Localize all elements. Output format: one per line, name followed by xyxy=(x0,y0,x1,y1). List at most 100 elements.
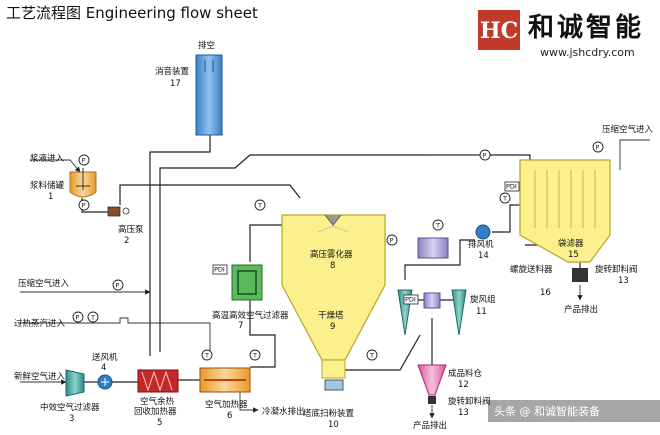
bagfilter-body xyxy=(519,159,611,263)
condensate-pipe xyxy=(239,392,259,413)
svg-text:T: T xyxy=(204,352,209,360)
spray-cone xyxy=(317,225,349,233)
valve-icon xyxy=(428,396,436,404)
recovery-body xyxy=(137,369,179,393)
hepa-element xyxy=(237,270,257,295)
cyclone-right xyxy=(451,289,467,336)
silencer-number: 17 xyxy=(170,79,181,89)
heat-recovery-label-2: 回收加热器 xyxy=(134,406,177,417)
bin-body xyxy=(417,364,447,396)
hepa-label: 高温高效空气过滤器 xyxy=(212,310,289,321)
atomizer-label: 高压雾化器 xyxy=(310,249,353,260)
dryer-number: 9 xyxy=(330,322,335,332)
silencer-17 xyxy=(195,54,223,136)
page-title: 工艺流程图 Engineering flow sheet xyxy=(6,4,258,22)
rotary-valve-right-label: 旋转卸料阀 xyxy=(595,264,638,275)
watermark-bg xyxy=(488,400,660,422)
pipelines xyxy=(18,130,650,419)
supply-fan-4 xyxy=(97,374,113,390)
exhaust-fan-label: 排风机 xyxy=(468,239,494,250)
pressure-gauge: P xyxy=(112,279,124,291)
condensate-label: 冷凝水排出 xyxy=(262,406,305,417)
brand-url: www.jshcdry.com xyxy=(540,46,635,59)
svg-text:T: T xyxy=(369,352,374,360)
silencer-body xyxy=(195,54,223,136)
svg-text:P: P xyxy=(116,282,120,290)
comp-air-right-label: 压缩空气进入 xyxy=(602,124,654,135)
cyclone-head xyxy=(417,237,449,259)
fan-label: 送风机 xyxy=(92,352,118,363)
heat-recovery-5 xyxy=(137,369,179,393)
cyclone-to-fan-pipe xyxy=(404,239,475,280)
pressure-gauge: P xyxy=(78,154,90,166)
brand-logo: HC xyxy=(478,10,520,50)
dryer-body xyxy=(281,214,386,361)
cyclone-center xyxy=(423,292,441,309)
exhaust-fan-icon xyxy=(475,224,491,240)
silencer-label: 消音装置 xyxy=(155,66,190,77)
hepa-number: 7 xyxy=(238,321,243,331)
silencer-lines xyxy=(204,60,214,72)
atomizer-number: 8 xyxy=(330,261,335,271)
fan-to-bagfilter-pipe xyxy=(492,204,520,233)
heat-recovery-number: 5 xyxy=(157,418,162,428)
slurry-in-pipe xyxy=(30,159,81,173)
screw-conveyor-number: 16 xyxy=(540,288,551,298)
mid-filter-number: 3 xyxy=(69,414,74,424)
product-out-right-label: 产品排出 xyxy=(564,304,598,315)
svg-text:T: T xyxy=(435,222,440,230)
fan-number: 4 xyxy=(101,363,106,373)
rotary-valve-bottom-number: 13 xyxy=(458,408,469,418)
heat-recovery-label-1: 空气余热 xyxy=(140,396,175,407)
air-heater-number: 6 xyxy=(227,411,232,421)
heater-to-hepa-pipe xyxy=(249,300,276,368)
product-bin-label: 成品料仓 xyxy=(448,368,483,379)
atomizer-nozzle xyxy=(324,214,342,226)
air-heater-6 xyxy=(199,367,251,393)
hp-pump-label: 高压泵 xyxy=(118,224,144,235)
pressure-gauge: P xyxy=(78,199,90,211)
exhaust-label: 排空 xyxy=(198,40,215,51)
logo-background xyxy=(478,10,520,50)
svg-text:T: T xyxy=(90,314,95,322)
slurry-in-label: 浆液进入 xyxy=(30,153,65,164)
sweeper-number: 10 xyxy=(328,420,339,430)
svg-text:P: P xyxy=(82,202,86,210)
svg-text:T: T xyxy=(252,352,257,360)
temperature-gauge: T xyxy=(254,199,266,211)
bagfilter-return-pipe xyxy=(159,154,531,352)
comp-air-right-pipe xyxy=(619,139,650,170)
temperature-gauge: T xyxy=(499,192,511,204)
hepa-filter-7 xyxy=(231,264,263,301)
temperature-gauge: T xyxy=(366,349,378,361)
svg-text:T: T xyxy=(257,202,262,210)
brand-name: 和诚智能 xyxy=(528,12,644,43)
product-bin-number: 12 xyxy=(458,380,469,390)
slurry-tank-1 xyxy=(69,168,97,198)
logo-text: HC xyxy=(480,18,518,44)
pressure-gauge: P xyxy=(479,149,491,161)
bag-filter-label: 袋滤器 xyxy=(558,238,584,249)
product-bin-12 xyxy=(417,364,447,404)
recovery-coil xyxy=(141,370,173,392)
filter-bags xyxy=(534,170,596,228)
dryer-cone-outlet xyxy=(321,359,346,379)
watermark: 头条 @ 和诚智能装备 xyxy=(494,404,600,418)
temperature-gauge: T xyxy=(201,349,213,361)
pdi-gauge: PDI xyxy=(212,264,228,275)
product-out-bottom-label: 产品排出 xyxy=(413,420,447,431)
bag-filter-15 xyxy=(519,159,611,282)
pressure-gauge: P xyxy=(386,234,398,246)
fan-blades xyxy=(101,378,109,386)
rotary-valve-right-number: 13 xyxy=(618,276,629,286)
svg-text:P: P xyxy=(82,157,86,165)
air-heater-label: 空气加热器 xyxy=(205,399,248,410)
slurry-tank-number: 1 xyxy=(48,192,53,202)
hp-pump-2 xyxy=(107,206,130,217)
pump-gauge xyxy=(122,207,130,215)
cyclone-number: 11 xyxy=(476,307,487,317)
mid-filter-3 xyxy=(65,369,85,397)
pressure-gauge: P xyxy=(72,311,84,323)
dryer-to-cyclone-pipe xyxy=(345,334,421,371)
mid-filter-label: 中效空气过滤器 xyxy=(40,402,100,413)
